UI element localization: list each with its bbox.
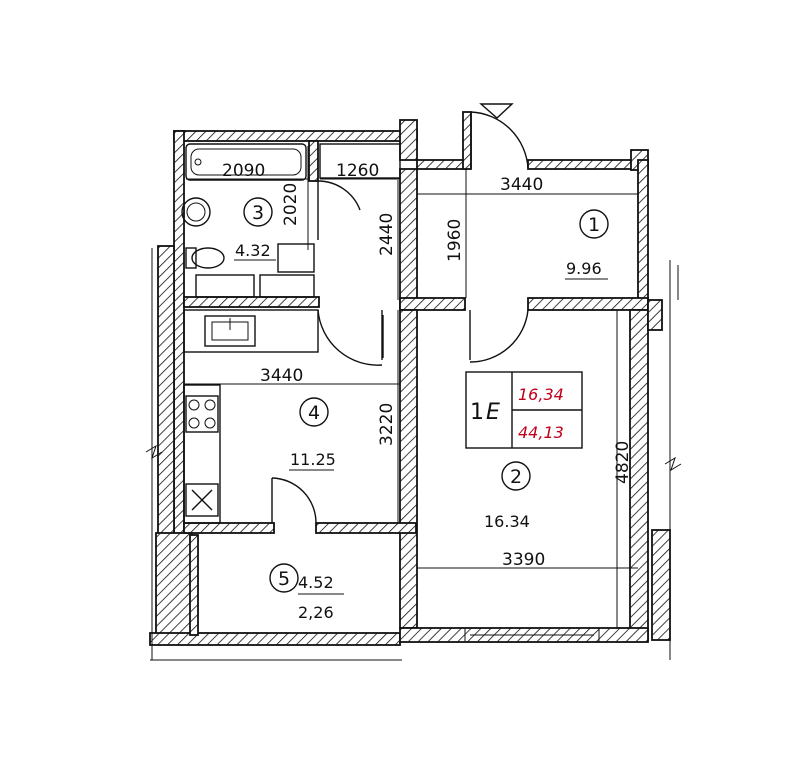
dim-living-width: 3390 xyxy=(502,550,545,570)
room-5-area: 4.52 xyxy=(298,573,334,592)
dim-hall-height: 1960 xyxy=(445,219,465,262)
room-4: 4 11.25 xyxy=(289,397,336,471)
unit-letter: E xyxy=(486,400,500,425)
outer-lines xyxy=(145,248,682,661)
dim-corridor-height: 2440 xyxy=(377,213,397,256)
room-2-number: 2 xyxy=(510,466,522,488)
room-5-area-reduced: 2,26 xyxy=(298,603,334,622)
room-1-number: 1 xyxy=(588,214,600,236)
room-3-number: 3 xyxy=(252,202,264,224)
dimension-lines xyxy=(184,146,638,628)
dim-hall-width: 3440 xyxy=(500,175,543,195)
unit-label: 1 xyxy=(470,400,484,425)
dim-wc-width: 1260 xyxy=(336,161,379,181)
dim-kitchen-height: 3220 xyxy=(377,403,397,446)
room-2: 2 16.34 xyxy=(484,461,531,531)
bathroom-fixtures xyxy=(181,143,401,298)
walls xyxy=(149,111,671,646)
unit-info-box: 1 E 16,34 44,13 xyxy=(465,371,583,449)
kitchen-fixtures xyxy=(183,309,319,524)
dim-bath-width: 2090 xyxy=(222,161,265,181)
room-1: 1 9.96 xyxy=(565,209,609,280)
room-5-number: 5 xyxy=(278,568,290,590)
dim-bath-height: 2020 xyxy=(281,183,301,226)
room-5: 5 4.52 2,26 xyxy=(269,563,344,622)
room-4-area: 11.25 xyxy=(290,450,336,469)
dim-living-height: 4820 xyxy=(613,441,633,484)
room-3-area: 4.32 xyxy=(235,241,271,260)
unit-living-area: 16,34 xyxy=(518,385,564,404)
room-1-area: 9.96 xyxy=(566,259,602,278)
doors xyxy=(271,103,600,643)
dim-kitchen-width: 3440 xyxy=(260,366,303,386)
unit-total-area: 44,13 xyxy=(518,423,564,442)
room-3: 3 4.32 xyxy=(234,197,276,261)
room-4-number: 4 xyxy=(308,402,320,424)
room-2-area: 16.34 xyxy=(484,512,530,531)
